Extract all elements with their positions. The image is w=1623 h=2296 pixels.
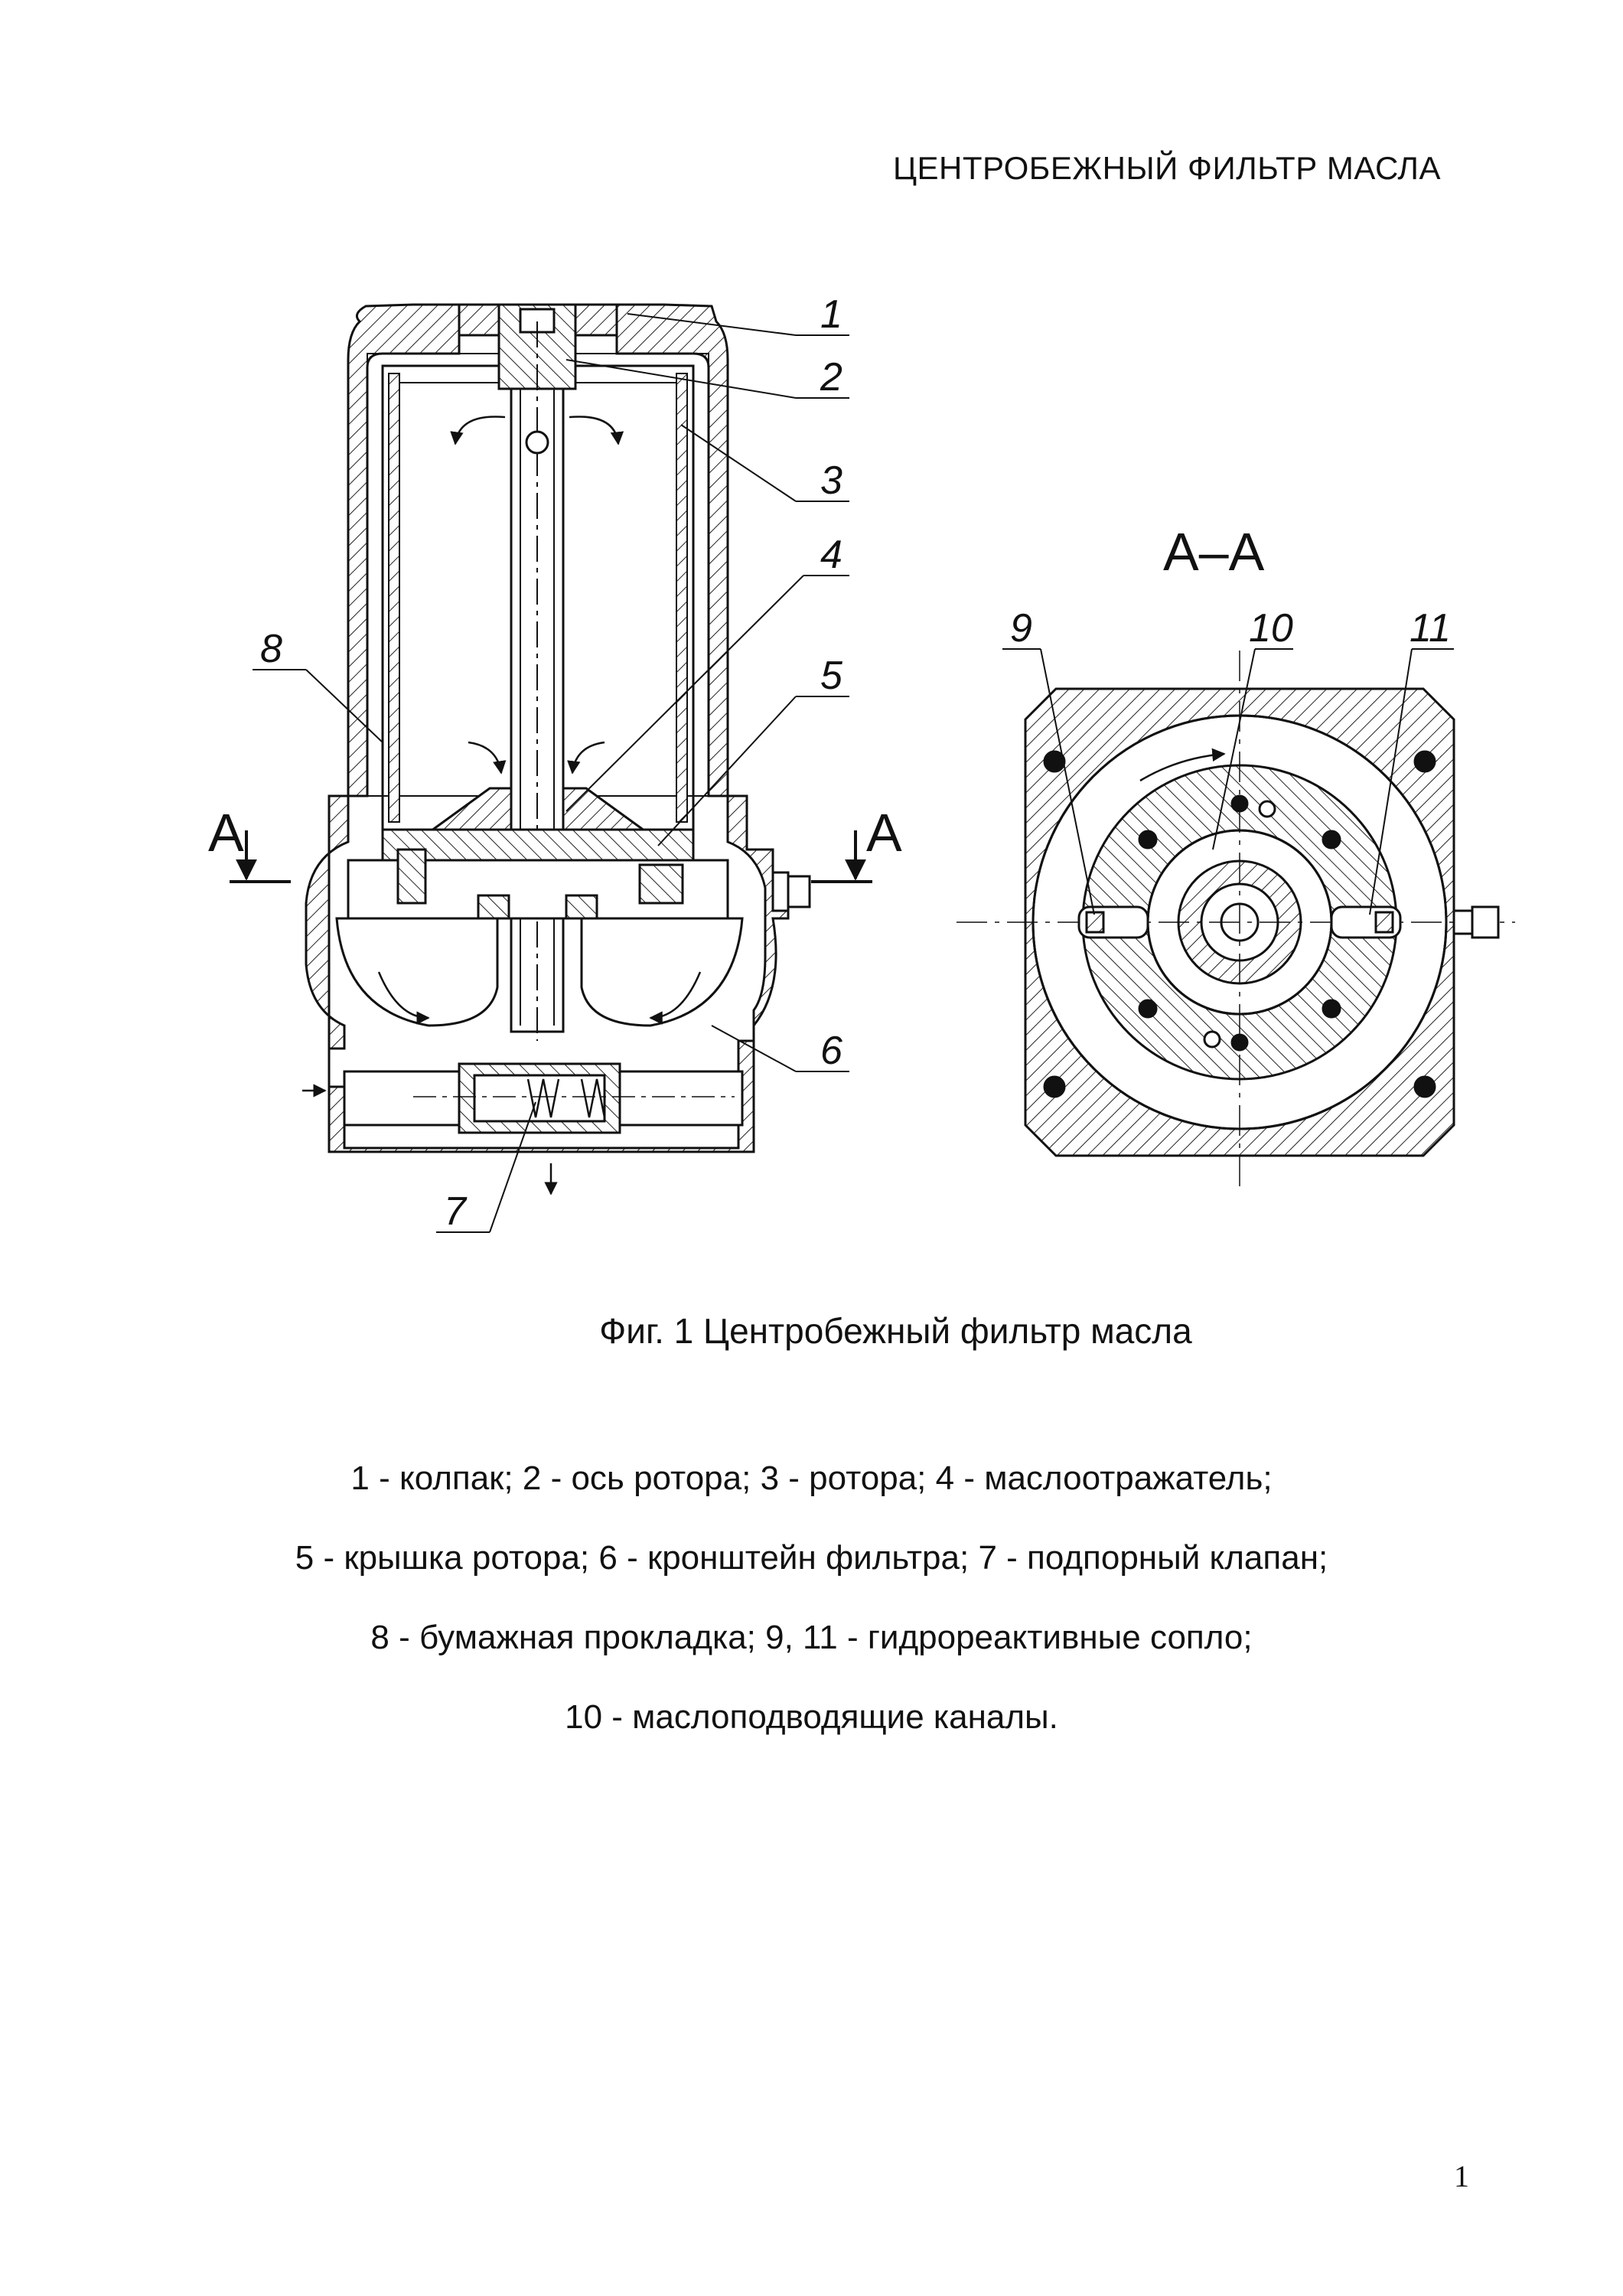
section-mark-right: A xyxy=(866,803,902,863)
oil-deflector-left xyxy=(425,787,513,834)
callout-7: 7 xyxy=(444,1189,468,1234)
legend-line: 1 - колпак; 2 - ось ротора; 3 - ротора; … xyxy=(350,1459,1273,1497)
oil-deflector-right xyxy=(562,787,651,834)
page-title: ЦЕНТРОБЕЖНЫЙ ФИЛЬТР МАСЛА xyxy=(892,150,1441,186)
parts-legend: 1 - колпак; 2 - ось ротора; 3 - ротора; … xyxy=(0,1439,1623,1757)
cap-shell-right xyxy=(615,303,729,797)
callout-8: 8 xyxy=(260,627,282,671)
callout-leaders-section xyxy=(1002,648,1454,915)
legend-line: 10 - маслоподводящие каналы. xyxy=(565,1698,1058,1736)
main-section-view xyxy=(302,303,811,1195)
callout-3: 3 xyxy=(820,458,842,503)
section-mark-left: A xyxy=(208,803,244,863)
callout-10: 10 xyxy=(1249,606,1293,651)
callout-4: 4 xyxy=(820,533,842,577)
cap-shell xyxy=(347,303,461,797)
technical-drawing: A A 1 2 3 4 5 6 7 8 A–A xyxy=(208,292,1515,1234)
callout-11: 11 xyxy=(1410,606,1451,651)
section-view-title: A–A xyxy=(1163,522,1265,582)
rotor-cover xyxy=(381,828,695,862)
callout-5: 5 xyxy=(820,654,843,698)
callout-1: 1 xyxy=(820,292,842,337)
legend-line: 8 - бумажная прокладка; 9, 11 - гидрореа… xyxy=(370,1619,1253,1656)
callout-9: 9 xyxy=(1010,606,1032,651)
section-cut-marks xyxy=(230,830,872,883)
section-view-a-a xyxy=(957,651,1515,1194)
callout-leaders-main xyxy=(253,313,849,1233)
figure-caption: Фиг. 1 Центробежный фильтр масла xyxy=(599,1311,1192,1351)
callout-2: 2 xyxy=(820,355,842,400)
callout-6: 6 xyxy=(820,1029,842,1073)
page-number: 1 xyxy=(1454,2159,1469,2193)
legend-line: 5 - крышка ротора; 6 - кронштейн фильтра… xyxy=(295,1539,1328,1577)
